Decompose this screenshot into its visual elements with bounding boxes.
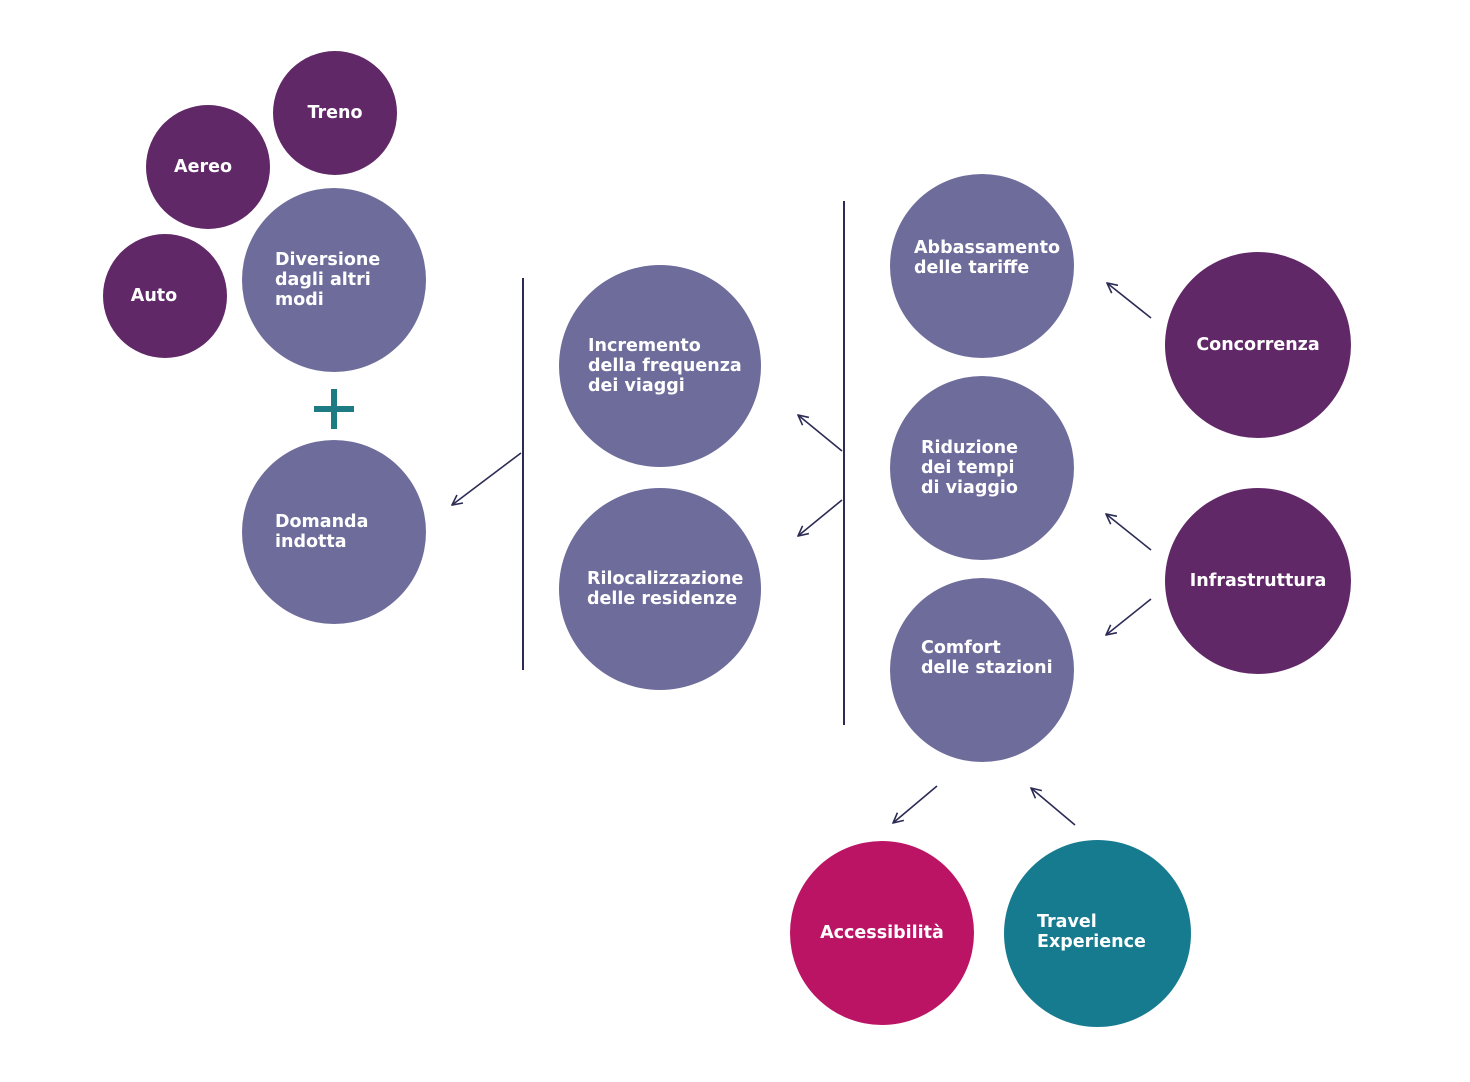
node-treno: Treno (273, 51, 397, 175)
node-label-line: dagli altri (275, 270, 371, 290)
arrow-to-incremento (798, 415, 843, 452)
node-label-line: indotta (275, 532, 347, 552)
node-label-line: Riduzione (921, 438, 1018, 458)
node-label-line: di viaggio (921, 478, 1018, 498)
node-diversione-dagli-altri-modi: Diversione dagli altri modi (242, 188, 426, 372)
node-label-line: Aereo (174, 157, 232, 177)
plus-icon (314, 389, 354, 429)
arrow-to-domanda (452, 452, 522, 505)
node-comfort-stazioni: Comfort delle stazioni (890, 578, 1074, 762)
arrow-to-rilocalizzazione (798, 499, 843, 536)
node-label-line: dei viaggi (588, 376, 685, 396)
node-concorrenza: Concorrenza (1165, 252, 1351, 438)
node-label-line: Infrastruttura (1189, 571, 1327, 591)
node-label-line: delle residenze (587, 589, 738, 609)
node-label-line: Abbassamento (914, 238, 1060, 258)
arrow-concorrenza-to-abbassamento (1107, 283, 1152, 319)
node-label-line: della frequenza (588, 356, 742, 376)
arrow-infrastruttura-to-riduzione (1106, 514, 1152, 551)
node-abbassamento-tariffe: Abbassamento delle tariffe (890, 174, 1074, 358)
node-rilocalizzazione-residenze: Rilocalizzazione delle residenze (559, 488, 761, 690)
node-auto: Auto (103, 234, 227, 358)
node-accessibilita: Accessibilità (790, 841, 974, 1025)
arrow-travel-to-comfort (1031, 788, 1076, 826)
node-riduzione-tempi-viaggio: Riduzione dei tempi di viaggio (890, 376, 1074, 560)
node-label-line: delle stazioni (921, 658, 1053, 678)
node-label-line: Rilocalizzazione (587, 569, 744, 589)
node-label-line: Incremento (588, 336, 701, 356)
node-label-line: Accessibilità (820, 923, 944, 943)
node-label-line: Domanda (275, 512, 369, 532)
node-infrastruttura: Infrastruttura (1165, 488, 1351, 674)
node-label-line: Comfort (921, 638, 1001, 658)
node-travel-experience: Travel Experience (1004, 840, 1191, 1027)
arrow-infrastruttura-to-comfort (1106, 598, 1152, 635)
node-label-line: Concorrenza (1196, 335, 1320, 355)
node-label-line: Travel (1037, 911, 1097, 932)
node-domanda-indotta: Domanda indotta (242, 440, 426, 624)
node-label-line: modi (275, 290, 324, 310)
node-label-line: delle tariffe (914, 258, 1030, 278)
node-aereo: Aereo (146, 105, 270, 229)
arrow-comfort-to-accessibilita (893, 785, 938, 823)
node-label-line: dei tempi (921, 458, 1015, 478)
node-incremento-frequenza-viaggi: Incremento della frequenza dei viaggi (559, 265, 761, 467)
node-label-line: Diversione (275, 250, 381, 270)
node-label-line: Experience (1037, 931, 1146, 952)
node-label-line: Treno (307, 103, 363, 123)
node-label-line: Auto (130, 286, 178, 306)
